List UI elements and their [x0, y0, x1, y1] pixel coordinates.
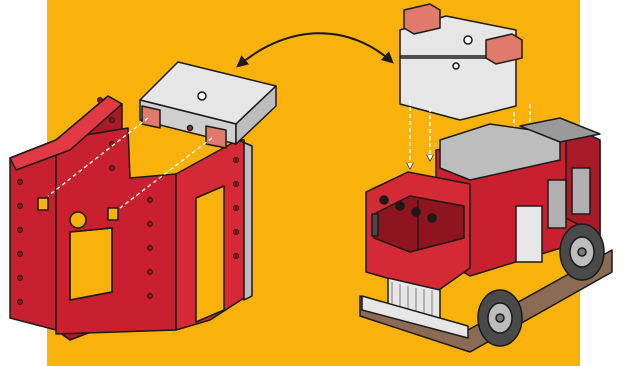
curved-double-arrow-icon	[238, 33, 392, 66]
front-wheel	[478, 290, 522, 346]
rear-wheel	[560, 224, 604, 280]
roof-piece-left	[140, 62, 276, 148]
fire-truck	[360, 118, 612, 352]
roof-piece-right	[400, 4, 522, 120]
